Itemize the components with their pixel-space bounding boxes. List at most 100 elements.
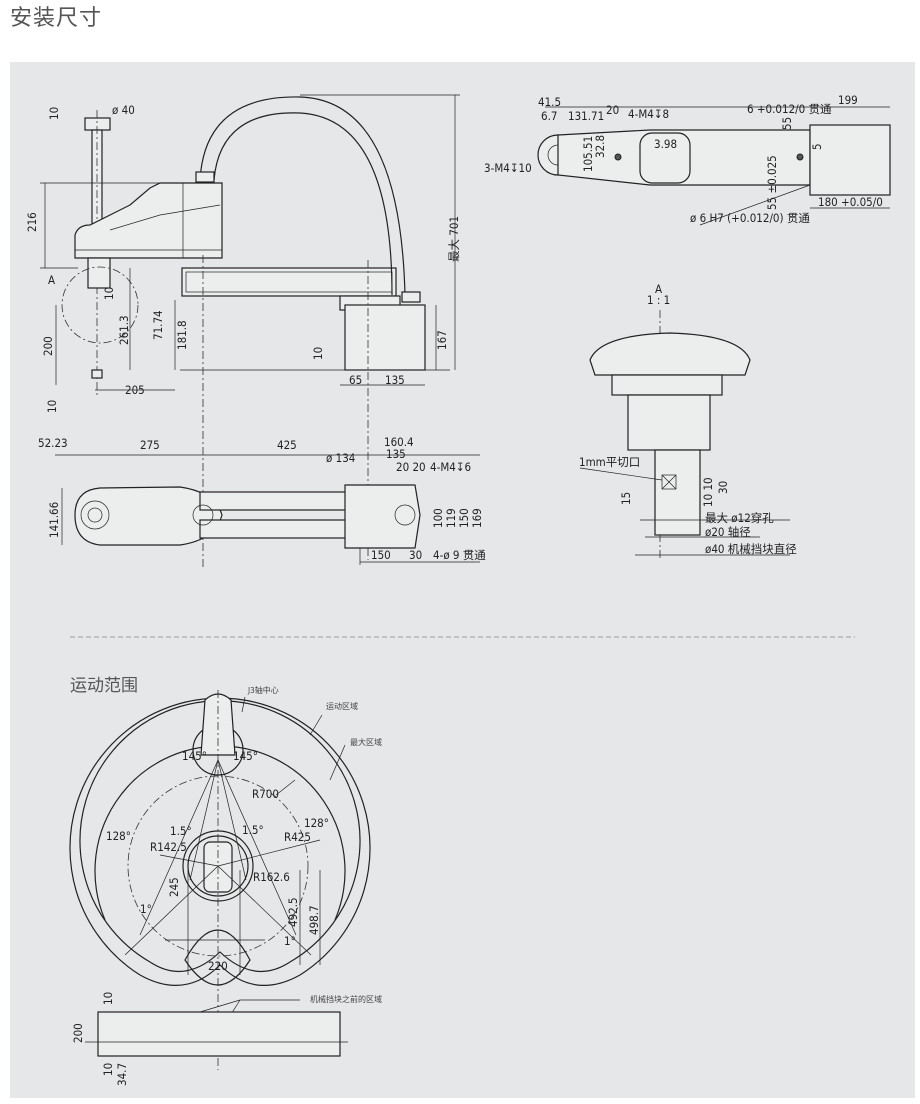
j3-center-label: J3轴中心 (247, 685, 279, 695)
cable-inner (213, 112, 393, 296)
max-hole-note: 最大 ø12穿孔 (705, 511, 774, 525)
shaft-top-flange (84, 117, 111, 131)
dim-41-5: 41.5 (538, 95, 561, 109)
dim-3-98: 3.98 (654, 137, 677, 151)
dim-10-bottom-band: 10 (101, 1063, 115, 1076)
dim-20-20: 20 20 (396, 460, 426, 474)
dim-150: 150 (371, 548, 391, 562)
arm1-cover (74, 182, 223, 259)
dim-10-bottom: 10 (45, 400, 59, 413)
detail-a-view: A 1 : 1 1mm平切口 15 10 10 30 最大 ø12穿孔 ø20 … (579, 282, 797, 560)
dim-6-7: 6.7 (541, 109, 557, 123)
dim-10-10: 10 10 (701, 477, 715, 507)
dim-5: 5 (810, 143, 824, 150)
plan-view: 41.5 6.7 131.71 20 4-M4↧8 3-M4↧10 105.51… (484, 93, 891, 226)
dim-55-a: 55 (780, 117, 794, 130)
dim-max-701: 最大 701 (447, 216, 461, 262)
angle-128-left: 128° (106, 829, 131, 843)
detail-a-scale: 1 : 1 (647, 293, 670, 307)
dim-34-7: 34.7 (115, 1063, 129, 1086)
motion-area-label: 运动区域 (326, 701, 358, 711)
cut-note: 1mm平切口 (579, 455, 640, 469)
motion-range-diagram: J3轴中心 运动区域 最大区域 145° 145° R700 128° 128°… (69, 685, 382, 1086)
dim-m4-6: 4-M4↧6 (430, 460, 471, 474)
dim-52-23: 52.23 (38, 436, 68, 450)
dim-4-phi9: 4-ø 9 贯通 (433, 548, 486, 562)
dim-4-m4-8: 4-M4↧8 (628, 107, 669, 121)
page-title: 安装尺寸 (10, 6, 103, 31)
detail-a-label: A (655, 282, 662, 296)
dim-498-7: 498.7 (307, 905, 321, 935)
dim-245: 245 (167, 877, 181, 897)
end-plate (344, 484, 421, 549)
dim-20: 20 (606, 103, 619, 117)
dim-205: 205 (125, 383, 145, 397)
angle-1-right: 1° (284, 934, 296, 948)
dim-135-top: 135 (386, 447, 406, 461)
dim-phi134: ø 134 (326, 451, 355, 465)
dim-216: 216 (25, 212, 39, 232)
angle-145-left: 145° (182, 749, 207, 763)
dim-30: 30 (716, 481, 730, 494)
dim-71-74: 71.74 (151, 310, 165, 340)
detail-a-circle (61, 266, 139, 344)
dim-199: 199 (838, 93, 858, 107)
dim-181-8: 181.8 (175, 320, 189, 350)
dim-180: 180 +0.05/0 (818, 195, 883, 209)
dim-phi40: ø 40 (112, 103, 135, 117)
dim-275: 275 (140, 438, 160, 452)
dim-160-4: 160.4 (384, 435, 414, 449)
r142-5-label: R142.5 (150, 840, 187, 854)
shaft-diameter-note: ø20 轴径 (705, 525, 751, 539)
base (344, 304, 426, 371)
detail-cover (589, 332, 751, 376)
angle-1-left: 1° (140, 902, 152, 916)
dim-135: 135 (385, 373, 405, 387)
dim-100: 100 (431, 508, 445, 528)
dim-3-m4-10: 3-M4↧10 (484, 161, 532, 175)
angle-1-5-left: 1.5° (170, 824, 192, 838)
dim-a-label: A (48, 273, 55, 287)
dim-141-66: 141.66 (47, 502, 61, 538)
arm2 (181, 267, 397, 297)
dim-131-71: 131.71 (568, 109, 604, 123)
dim-30: 30 (409, 548, 422, 562)
dim-phi6-h7: ø 6 H7 (+0.012/0) 贯通 (690, 211, 810, 225)
dim-10-base: 10 (311, 347, 325, 360)
dim-6-tol: 6 +0.012/0 贯通 (747, 102, 832, 116)
dim-10-a: 10 (102, 287, 116, 300)
stopper-diameter-note: ø40 机械挡块直径 (705, 542, 797, 556)
angle-1-5-right: 1.5° (242, 823, 264, 837)
dim-220: 220 (208, 959, 228, 973)
dim-105-51: 105.51 (581, 136, 595, 172)
dim-167: 167 (435, 330, 449, 350)
r162-6-label: R162.6 (253, 870, 290, 884)
r700-label: R700 (252, 787, 279, 801)
dim-10-top: 10 (47, 107, 61, 120)
dim-15: 15 (619, 492, 633, 505)
dim-119: 119 (444, 508, 458, 528)
side-view: 10 ø 40 216 A 10 261.3 200 71.74 181.8 2… (25, 94, 461, 570)
cable-outer (199, 96, 406, 296)
angle-145-right: 145° (233, 749, 258, 763)
stopper-area-label: 机械挡块之前的区域 (310, 994, 382, 1004)
dim-55-tol: 55 ±0.025 (765, 155, 779, 210)
end-block (809, 124, 891, 196)
dim-492-5: 492.5 (286, 897, 300, 927)
dim-169: 169 (470, 508, 484, 528)
stopper-area-band (97, 1011, 341, 1057)
max-area-label: 最大区域 (350, 737, 382, 747)
dim-200: 200 (41, 336, 55, 356)
dim-200-band: 200 (71, 1023, 85, 1043)
dim-261-3: 261.3 (117, 315, 131, 345)
arm1-top (74, 486, 223, 546)
dim-425: 425 (277, 438, 297, 452)
r425-label: R425 (284, 830, 311, 844)
dim-32-8: 32.8 (593, 135, 607, 158)
dim-150-v: 150 (457, 508, 471, 528)
top-view: 52.23 275 425 160.4 135 ø 134 20 20 4-M4… (38, 435, 486, 565)
motion-range-title: 运动范围 (70, 676, 138, 696)
dim-10-top-band: 10 (101, 992, 115, 1005)
dim-65: 65 (349, 373, 362, 387)
